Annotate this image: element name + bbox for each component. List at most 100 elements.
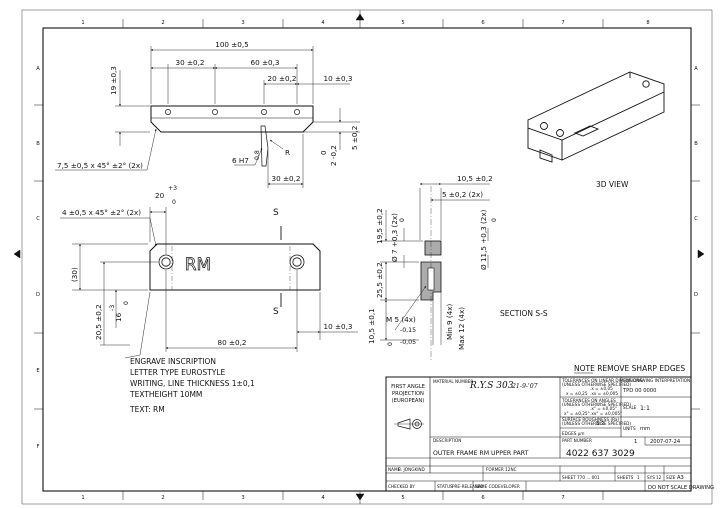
release-date: 2007-07-24 (650, 439, 681, 445)
front-hole-left-inner (161, 257, 171, 267)
text-note: TEXT: RM (129, 405, 165, 414)
part-number-label: PART NUMBER (562, 438, 592, 443)
col-label-8: 8 (646, 20, 649, 26)
material-value: R.Y.S 303 (469, 381, 514, 391)
interp-value: TPD 00 0000 (622, 388, 656, 394)
description: OUTER FRAME RM UPPER PART (433, 450, 529, 457)
part-number: 4022 637 3029 (566, 449, 635, 459)
dim-right-20: 20 ±0,2 (268, 74, 297, 83)
tol-linear-b: x = ±0,25 (566, 391, 588, 396)
col-label-3-bottom: 3 (241, 495, 244, 501)
projection-line-3: (EUROPEAN) (392, 398, 425, 404)
codeveloper-label: NAME CODEVELOPER (475, 484, 520, 489)
dim-section-19-5: 19,5 ±0,2 (375, 208, 384, 244)
dim-front-chamfer: 4 ±0,5 x 45° ±2° (2x) (62, 208, 141, 217)
row-label-b-right: B (694, 141, 698, 147)
dim-bottom-30: 30 ±0,2 (272, 174, 301, 183)
dim-section-25-5: 25,5 ±0,2 (375, 262, 384, 298)
col-label-4-bottom: 4 (321, 495, 325, 501)
front-hole-left (158, 254, 174, 270)
material-label: MATERIAL NUMBER (433, 379, 473, 384)
size-value: A3 (677, 475, 684, 481)
scale-value: 1:1 (640, 405, 650, 412)
tol-linear-c: .xx = ±0,005 (590, 391, 618, 396)
row-label-a-right: A (694, 66, 698, 72)
sheet-frame (21, 9, 713, 505)
engrave-note-line-2: LETTER TYPE EUROSTYLE (130, 368, 226, 377)
dim-front-20-5: 20,5 ±0,2 (94, 304, 103, 340)
dim-front-minus3: -3 (109, 305, 116, 311)
tol-angle-sub: (UNLESS OTHERWISE SPECIFIED) (562, 402, 631, 407)
top-view-hole (261, 109, 267, 115)
tol-angle-title: TOLERANCES ON ANGLES (561, 398, 616, 403)
dim-front-16: 16 (114, 312, 123, 322)
row-label-d-right: D (694, 292, 698, 298)
col-label-2: 2 (161, 20, 164, 26)
roughness-label: SURFACE ROUGHNESS (Ra) (562, 417, 619, 422)
dim-end-10: 10 ±0,3 (324, 74, 353, 83)
row-label-c-right: C (694, 216, 698, 222)
centering-marks (13, 10, 705, 504)
col-label-7-bottom: 7 (561, 495, 564, 501)
dim-left-30: 30 ±0,2 (176, 58, 205, 67)
scale-label: SCALE (623, 405, 637, 410)
engrave-note-line-1: ENGRAVE INSCRIPTION (130, 357, 216, 366)
col-label-5-bottom: 5 (401, 495, 404, 501)
top-view-hole (212, 109, 218, 115)
dim-mid-60: 60 ±0,3 (251, 58, 280, 67)
row-label-e: E (36, 368, 39, 374)
engrave-note: ENGRAVE INSCRIPTION LETTER TYPE EUROSTYL… (129, 357, 255, 414)
dim-front-top-plus3: +3 (168, 185, 177, 192)
section-title: SECTION S-S (500, 309, 548, 318)
dim-front-height-30: (30) (70, 267, 79, 282)
engrave-note-line-3: WRITING, LINE THICKNESS 1±0,1 (130, 379, 255, 388)
front-view-dimensions: 20 +3 0 4 ±0,5 x 45° ±2° (2x) (30) 20,5 … (62, 185, 352, 347)
interp-label: FOR DRAWING INTERPRETATION (623, 378, 690, 383)
col-label-6-bottom: 6 (481, 495, 484, 501)
title-block-text: FIRST ANGLE PROJECTION (EUROPEAN) MATERI… (388, 378, 714, 491)
dim-section-min9: Min 9 (4x) (445, 303, 454, 340)
tol-angle-b: x° = ±0,25° (564, 411, 590, 416)
col-label-7: 7 (561, 20, 564, 26)
col-label-4: 4 (321, 20, 325, 26)
row-label-c: C (36, 216, 40, 222)
dim-front-width-80: 80 ±0,2 (218, 338, 247, 347)
section-view (380, 183, 490, 360)
top-view-slot (260, 125, 269, 167)
footer-note: DO NOT SCALE DRAWING (648, 485, 714, 491)
dim-section-m5: M 5 (4x) (386, 315, 416, 324)
row-label-f: F (37, 444, 40, 450)
tol-angle-c: .xx° = ±0,005° (590, 411, 622, 416)
dim-section-dia7-tol: 0 (399, 218, 406, 222)
tol-linear-a: .x = ±0,05 (590, 386, 613, 391)
top-view-dimensions: 100 ±0,5 30 ±0,2 60 ±0,3 20 ±0,2 10 ±0,3… (57, 40, 359, 183)
sys-label: SYS (647, 475, 655, 480)
row-label-a: A (36, 66, 40, 72)
former-label: FORMER 12NC (486, 467, 517, 472)
engraving-text: RM (185, 255, 211, 275)
top-view-hole (165, 109, 171, 115)
dim-section-m5-tol-b: -0,05 (400, 339, 416, 346)
row-label-d: D (36, 292, 40, 298)
front-view (60, 207, 358, 359)
front-hole-right (289, 254, 305, 270)
dim-front-v0: 0 (123, 301, 130, 305)
front-hole-right-inner (292, 257, 302, 267)
dim-front-top-20: 20 (155, 191, 165, 200)
dim-section-10-5: 10,5 ±0,2 (457, 174, 493, 183)
edges-label: EDGES μm (562, 431, 585, 436)
status-label: STATUS (437, 484, 453, 489)
top-view-outline (150, 105, 314, 133)
section-marker-bottom: S (273, 307, 279, 317)
dim-front-right-10: 10 ±0,3 (324, 322, 353, 331)
top-view (55, 46, 360, 188)
row-label-b: B (36, 141, 40, 147)
revision: 1 (634, 439, 637, 445)
tol-angle-a: .x° = ±0,05° (590, 406, 617, 411)
col-label-1: 1 (81, 20, 84, 26)
sheets-label: SHEETS (617, 475, 634, 480)
dim-section-5: 5 ±0,2 (2x) (442, 190, 483, 199)
sheet-label: SHEET (562, 475, 576, 480)
engrave-note-line-4: TEXTHEIGHT 10MM (129, 390, 202, 399)
